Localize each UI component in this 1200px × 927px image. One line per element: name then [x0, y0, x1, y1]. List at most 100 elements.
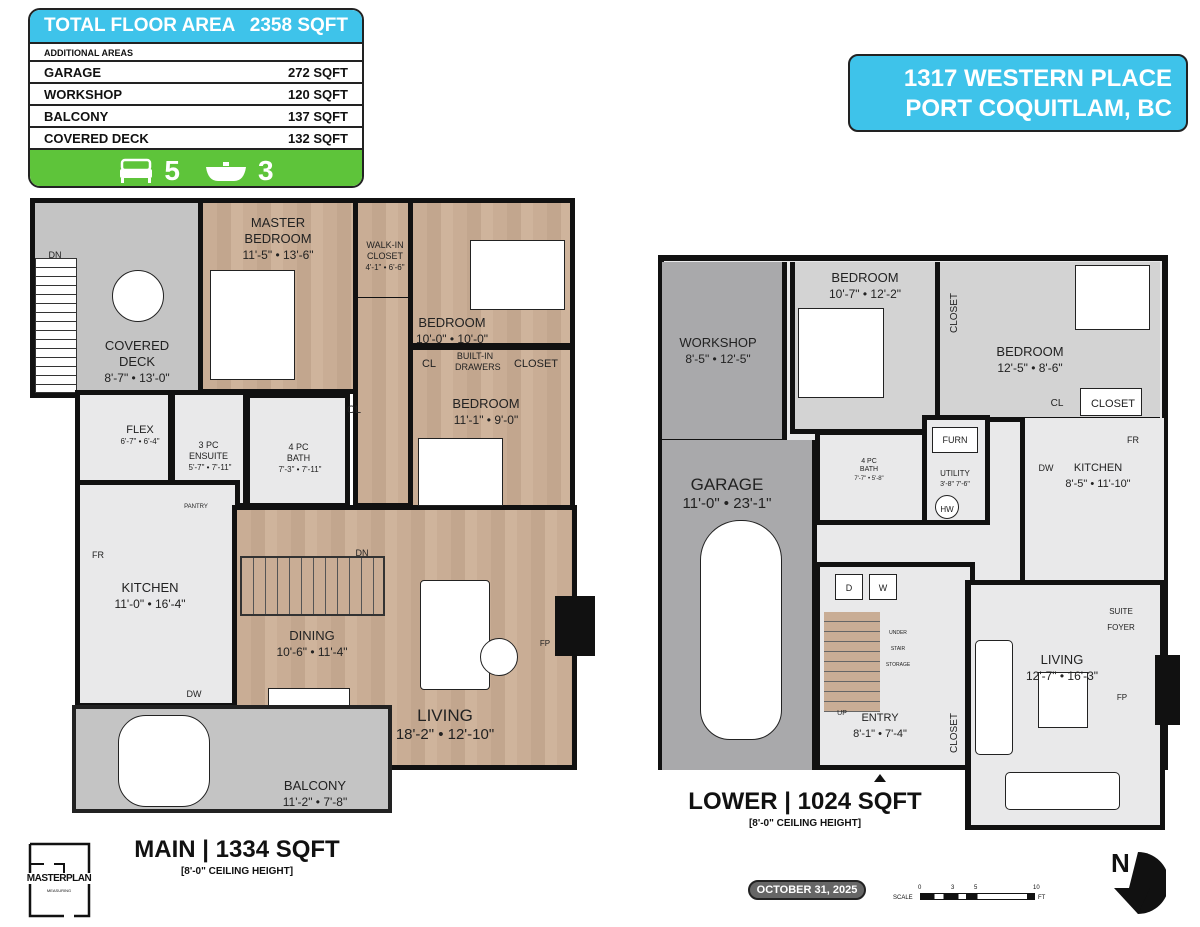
- hot-water-label: HW: [940, 505, 954, 514]
- logo-subtext: MEASURING: [46, 888, 72, 893]
- area-value: 272 SQFT: [288, 64, 348, 80]
- additional-areas-label: ADDITIONAL AREAS: [30, 44, 362, 62]
- suite-foyer-label: SUITE FOYER: [1107, 607, 1135, 632]
- built-in-drawers-label: BUILT-IN DRAWERS: [455, 351, 501, 372]
- address-line-1: 1317 WESTERN PLACE: [903, 65, 1172, 92]
- area-value: 137 SQFT: [288, 108, 348, 124]
- bathtub-icon: [206, 162, 246, 181]
- fireplace: [1155, 655, 1180, 725]
- fireplace: [555, 596, 595, 656]
- north-arrow-icon: N: [1108, 848, 1169, 918]
- area-value: 120 SQFT: [288, 86, 348, 102]
- area-label: BALCONY: [44, 108, 109, 124]
- cl-label: CL: [1050, 398, 1064, 409]
- fireplace-label: FP: [1116, 693, 1128, 702]
- lower-ceiling-height: [8'-0" CEILING HEIGHT]: [748, 818, 862, 829]
- scale-bar: SCALE 0 3 5 10 FT: [893, 885, 1073, 905]
- sofa: [420, 580, 490, 690]
- patio-table: [112, 270, 164, 322]
- bed: [418, 438, 503, 506]
- closet-label: CLOSET: [949, 292, 960, 334]
- furnace-label: FURN: [942, 435, 968, 445]
- room-lower-kitchen: [1020, 418, 1164, 583]
- scale-label: SCALE: [893, 895, 913, 901]
- area-label: GARAGE: [44, 64, 102, 80]
- stair-dn-label: DN: [48, 250, 62, 260]
- car: [700, 520, 782, 740]
- coffee-table: [480, 638, 518, 676]
- scale-tick: 3: [951, 885, 955, 891]
- master-bed: [210, 270, 295, 380]
- scale-tick: 0: [918, 885, 922, 891]
- bed: [470, 240, 565, 310]
- washer-label: W: [878, 583, 888, 593]
- entry-arrow-icon: [874, 774, 886, 782]
- main-floor-title: MAIN | 1334 SQFT: [134, 836, 340, 863]
- pantry-label: PANTRY: [184, 504, 208, 510]
- date-badge: OCTOBER 31, 2025: [748, 880, 866, 900]
- lower-floor-title: LOWER | 1024 SQFT: [688, 788, 922, 815]
- bed-icon: [120, 158, 153, 183]
- room-workshop: [662, 262, 787, 444]
- stairs-down: [35, 258, 77, 393]
- dryer: [835, 574, 863, 600]
- fridge-label: FR: [92, 550, 104, 560]
- fireplace-label: FP: [539, 639, 551, 648]
- scale-unit: FT: [1038, 895, 1046, 901]
- closet: [1080, 388, 1142, 416]
- area-label: WORKSHOP: [44, 86, 122, 102]
- furnace: [932, 427, 978, 453]
- main-ceiling-height: [8'-0" CEILING HEIGHT]: [180, 866, 294, 877]
- area-row: WORKSHOP 120 SQFT: [30, 84, 362, 106]
- masterplan-logo: MASTERPLAN MEASURING: [14, 840, 104, 920]
- cl-label: CL: [346, 404, 362, 416]
- area-row: COVERED DECK 132 SQFT: [30, 128, 362, 150]
- logo-text: MASTERPLAN: [26, 873, 92, 884]
- scale-tick: 10: [1033, 885, 1040, 891]
- area-label: COVERED DECK: [44, 130, 149, 146]
- bed: [1075, 265, 1150, 330]
- address-banner: 1317 WESTERN PLACE PORT COQUITLAM, BC: [848, 54, 1188, 132]
- hot-water-tank: [935, 495, 959, 519]
- fridge-label: FR: [1127, 435, 1139, 445]
- coffee-table: [1038, 672, 1088, 728]
- room-4pc-bath: [245, 393, 350, 508]
- hallway: [353, 298, 413, 508]
- stairs: [240, 556, 385, 616]
- washer: [869, 574, 897, 600]
- room-kitchen: [75, 480, 240, 708]
- sofa: [975, 640, 1013, 755]
- area-value: 132 SQFT: [288, 130, 348, 146]
- closet-label: CLOSET: [513, 358, 559, 370]
- bed: [798, 308, 884, 398]
- bed-bath-count: 5 3: [30, 150, 362, 186]
- sofa: [1005, 772, 1120, 810]
- total-label: TOTAL FLOOR AREA: [44, 15, 236, 36]
- total-value: 2358 SQFT: [249, 15, 348, 36]
- bedroom-count: 5: [164, 155, 180, 186]
- stairs-up: [824, 612, 880, 712]
- address-line-2: PORT COQUITLAM, BC: [905, 95, 1172, 122]
- area-summary-card: TOTAL FLOOR AREA 2358 SQFT ADDITIONAL AR…: [28, 8, 364, 188]
- north-label: N: [1111, 848, 1130, 878]
